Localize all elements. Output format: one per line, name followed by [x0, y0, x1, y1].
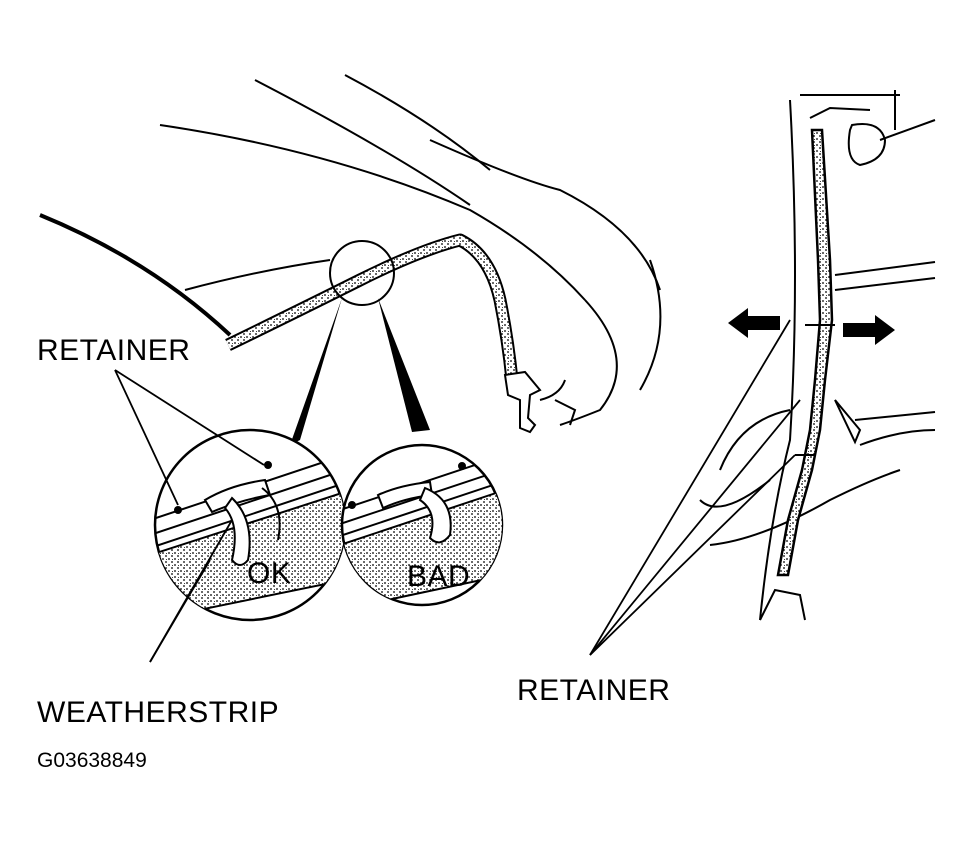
bad-label: BAD: [407, 560, 471, 593]
ok-callout-wedge: [290, 298, 342, 445]
b-pillar-illustration: [699, 90, 936, 621]
door-weatherstrip: [225, 233, 542, 434]
figure-code: G03638849: [37, 749, 147, 772]
pillar-retainer-strip: [776, 128, 835, 577]
retainer-left-label: RETAINER: [37, 334, 191, 367]
retainer-left-leaders: [114, 369, 265, 506]
retainer-right-leaders: [589, 319, 801, 656]
arrow-right-icon: [843, 315, 895, 345]
weatherstrip-leaders: [149, 519, 233, 663]
bad-detail-circle: [340, 443, 504, 607]
car-body-illustration: [39, 74, 662, 426]
ok-label: OK: [247, 557, 292, 590]
ok-detail-circle: [153, 428, 347, 622]
retainer-right-label: RETAINER: [517, 674, 671, 707]
bad-callout-wedge: [378, 298, 430, 432]
detail-magnifier-circle: [329, 240, 395, 306]
arrow-left-icon: [728, 308, 780, 338]
weatherstrip-label: WEATHERSTRIP: [37, 696, 280, 729]
